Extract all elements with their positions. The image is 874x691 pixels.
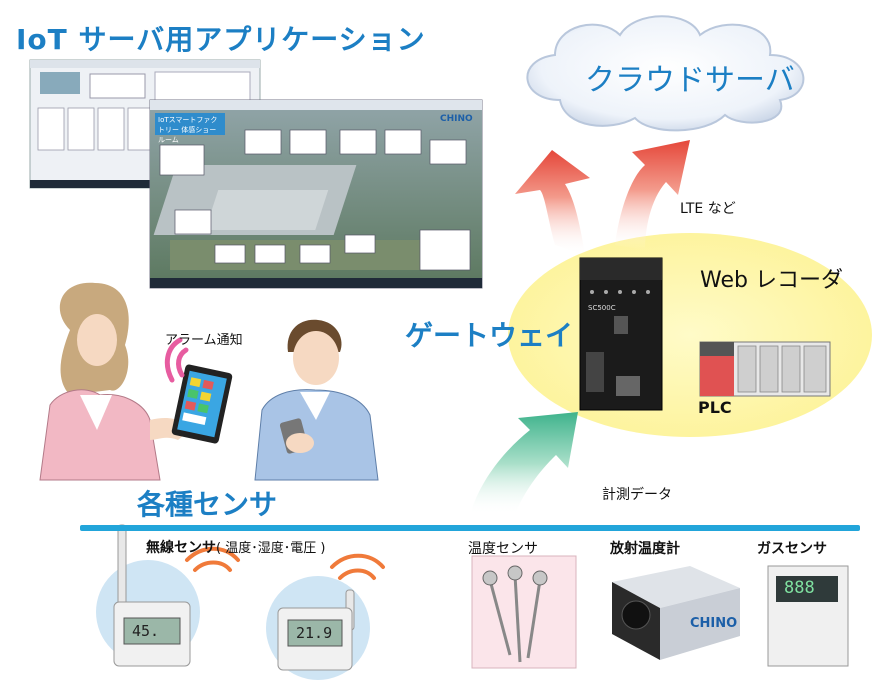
cloud-server-shape (526, 15, 805, 132)
wireless-sensor-1 (96, 524, 200, 667)
radiation-brand: CHINO (690, 616, 738, 631)
woman-with-tablet-figure (39, 282, 190, 481)
cloud-server-label: クラウドサーバ (585, 63, 795, 98)
tablet-device (171, 364, 233, 444)
measurement-data-label: 計測データ (602, 487, 672, 503)
gateway-device (579, 257, 663, 411)
iot-app-title: IoT サーバ用アプリケーション (16, 23, 426, 56)
signal-waves-1 (185, 546, 240, 572)
wireless-sensor-name: 無線センサ (146, 540, 216, 556)
gas-reading: 888 (784, 578, 815, 598)
meter2-reading: 21.9 (296, 624, 333, 642)
sensor-bus-line (80, 525, 860, 531)
radiation-thermometer (612, 566, 740, 660)
upload-arrow-left (515, 150, 590, 255)
alarm-signal-icon (164, 337, 189, 383)
sensors-title: 各種センサ (137, 488, 278, 521)
app-screenshot-front (149, 99, 483, 289)
web-recorder-label: Web レコーダ (700, 268, 843, 293)
gateway-model-label: SC500C (588, 304, 616, 312)
man-with-phone-figure (254, 319, 379, 481)
signal-waves-2 (330, 553, 385, 580)
radiation-thermometer-label: 放射温度計 (610, 541, 680, 557)
temperature-sensor (471, 555, 577, 669)
wireless-sensor-2 (266, 576, 370, 680)
screen-banner: IoTスマートファクトリー 体感ショールーム (158, 116, 218, 144)
gas-sensor (767, 565, 849, 667)
plc-label: PLC (698, 398, 732, 417)
measurement-arrow (470, 412, 578, 515)
lte-label: LTE など (680, 201, 736, 217)
gas-sensor-label: ガスセンサ (757, 541, 827, 557)
plc-device (699, 341, 831, 397)
wireless-sensor-label: 無線センサ( 温度･湿度･電圧 ) (146, 537, 325, 557)
wireless-sensor-sub: ( 温度･湿度･電圧 ) (216, 541, 326, 556)
gateway-label: ゲートウェイ (405, 319, 574, 352)
upload-arrow-right (615, 140, 690, 250)
meter1-reading: 45. (132, 622, 160, 640)
temperature-sensor-label: 温度センサ (468, 541, 538, 557)
alarm-notification-label: アラーム通知 (165, 333, 243, 348)
screen-brand: CHINO (440, 114, 473, 124)
